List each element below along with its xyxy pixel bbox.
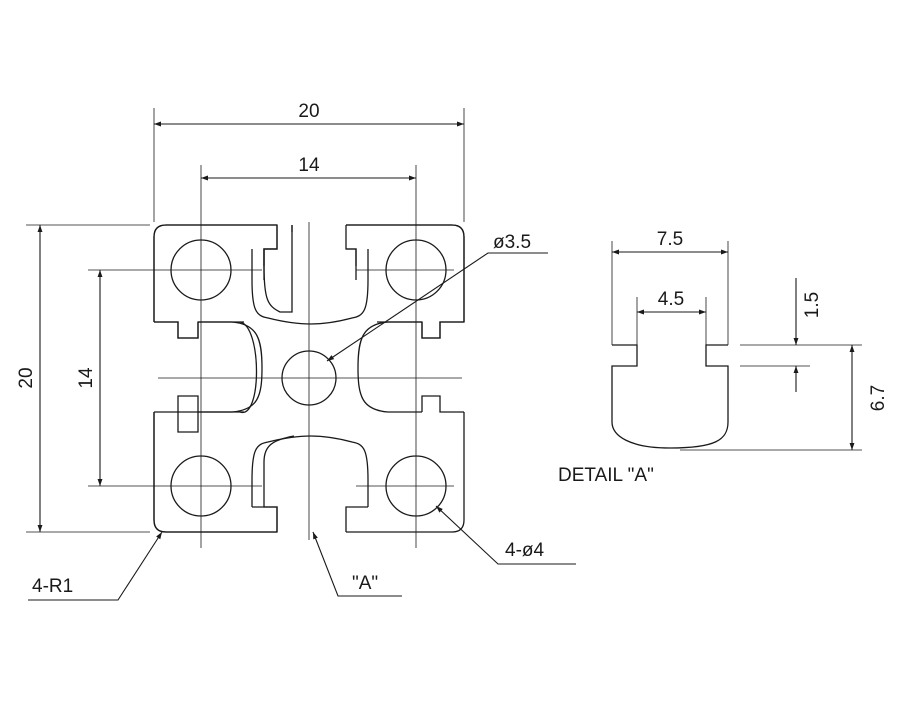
dim-text-slot-width: 7.5 xyxy=(657,229,683,250)
dim-text-slot-opening: 4.5 xyxy=(658,289,684,310)
left-channel-arc xyxy=(198,321,263,413)
profile-view xyxy=(88,165,465,548)
slot-top-notches xyxy=(263,248,357,280)
leader-corner-holes: 4-ø4 xyxy=(435,505,576,565)
bottom-channel-walls xyxy=(251,480,369,507)
leader-detail-ref: "A" xyxy=(312,531,402,597)
slot-left-lips xyxy=(154,321,199,413)
dim-text-width-inner: 14 xyxy=(298,155,320,176)
right-channel-arc xyxy=(357,321,422,413)
detail-title: DETAIL "A" xyxy=(558,465,654,486)
detail-slot-outline xyxy=(611,344,729,449)
dimension-lip-thickness: 1.5 xyxy=(793,278,823,392)
leader-corner-radius: 4-R1 xyxy=(28,531,163,601)
label-corner-holes: 4-ø4 xyxy=(505,540,545,561)
dim-text-height-outer: 20 xyxy=(16,367,37,388)
dim-text-height-inner: 14 xyxy=(76,367,97,389)
dim-text-width-outer: 20 xyxy=(298,101,319,122)
slot-top-left-lip xyxy=(263,225,278,266)
bottom-channel-arc xyxy=(251,435,369,481)
dimension-height-inner: 14 xyxy=(76,270,103,486)
dimension-slot-depth: 6.7 xyxy=(849,345,889,450)
dimension-width-outer: 20 xyxy=(153,101,465,222)
label-center-hole: ø3.5 xyxy=(493,232,531,253)
dimension-height-outer: 20 xyxy=(16,224,150,533)
dimension-width-inner: 14 xyxy=(201,155,416,181)
slot-top-right-lip xyxy=(345,225,357,266)
label-detail-ref: "A" xyxy=(352,573,378,594)
leader-center-hole: ø3.5 xyxy=(326,232,548,362)
label-corner-radius: 4-R1 xyxy=(32,576,73,597)
slot-bottom-lips xyxy=(252,506,368,532)
top-channel-walls xyxy=(251,249,369,280)
dimension-slot-width: 7.5 xyxy=(612,229,728,255)
slot-right-lips xyxy=(421,321,464,413)
dim-text-lip-thickness: 1.5 xyxy=(802,292,823,318)
dimension-slot-opening: 4.5 xyxy=(637,289,706,315)
top-channel-arc xyxy=(251,279,369,325)
dim-text-slot-depth: 6.7 xyxy=(868,385,889,411)
detail-a-view xyxy=(611,241,862,451)
